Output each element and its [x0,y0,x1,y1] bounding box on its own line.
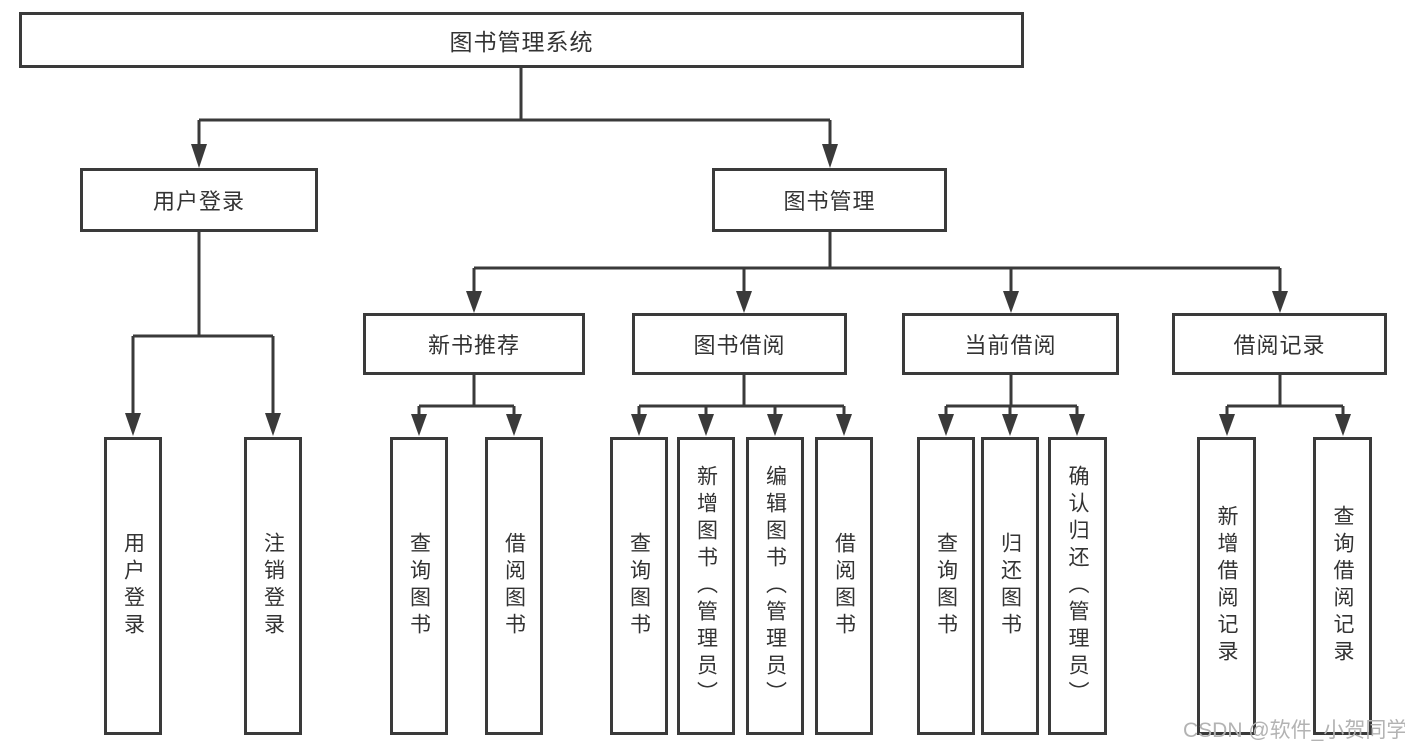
leaf-confirm-return-admin-label: 确认归还（管理员） [1066,464,1089,708]
arrow-down-icon [191,144,207,168]
connector-book-management-to-level3 [472,231,1282,293]
leaf-borrow-books-label: 借阅图书 [832,532,856,640]
node-user-login-label: 用户登录 [152,189,245,214]
node-book-management: 图书管理 [712,168,947,232]
arrow-down-icon [822,144,838,168]
leaf-borrow-books: 借阅图书 [815,437,873,735]
arrow-down-icon [265,413,281,436]
leaf-borrow-books-recommend: 借阅图书 [485,437,543,735]
arrow-down-icon [1335,414,1351,436]
node-new-book-recommendation: 新书推荐 [363,313,585,375]
arrow-down-icon [466,291,482,313]
leaf-user-login: 用户登录 [104,437,162,735]
arrow-down-icon [411,414,427,436]
node-root: 图书管理系统 [19,12,1024,68]
leaf-query-books-borrow: 查询图书 [610,437,668,735]
node-new-book-recommendation-label: 新书推荐 [427,333,520,358]
arrow-down-icon [631,414,647,436]
arrow-down-icon [1069,414,1085,436]
leaf-edit-book-admin-label: 编辑图书（管理员） [763,464,787,708]
leaf-query-books-recommend: 查询图书 [390,437,448,735]
arrow-down-icon [736,291,752,313]
leaf-query-books-borrow-label: 查询图书 [627,532,651,640]
leaf-add-book-admin: 新增图书（管理员） [677,437,735,735]
node-book-borrowing: 图书借阅 [632,313,847,375]
connector-book-borrowing-group [637,375,846,416]
connector-current-borrowing-group [944,375,1079,416]
arrow-down-icon [1003,291,1019,313]
leaf-return-books-label: 归还图书 [998,532,1022,640]
leaf-query-books-recommend-label: 查询图书 [407,532,431,640]
node-book-management-label: 图书管理 [783,189,876,214]
leaf-query-books-current: 查询图书 [917,437,975,735]
leaf-confirm-return-admin: 确认归还（管理员） [1048,437,1107,735]
leaf-user-login-label: 用户登录 [121,532,145,640]
arrow-down-icon [938,414,954,436]
connector-user-login-group [131,232,275,415]
arrow-down-icon [1002,414,1018,436]
node-borrowing-records: 借阅记录 [1172,313,1387,375]
arrow-down-icon [767,414,783,436]
node-user-login: 用户登录 [80,168,318,232]
leaf-query-books-current-label: 查询图书 [934,532,958,640]
leaf-query-borrow-record: 查询借阅记录 [1313,437,1372,735]
connector-root-to-level2 [197,68,832,146]
arrow-down-icon [698,414,714,436]
leaf-add-book-admin-label: 新增图书（管理员） [694,464,718,708]
node-root-label: 图书管理系统 [449,29,594,55]
connector-borrowing-records-group [1225,375,1345,416]
leaf-add-borrow-record: 新增借阅记录 [1197,437,1256,735]
arrowheads [125,144,1351,436]
arrow-down-icon [1272,291,1288,313]
arrow-down-icon [125,413,141,436]
node-current-borrowing: 当前借阅 [902,313,1119,375]
node-borrowing-records-label: 借阅记录 [1233,333,1326,358]
leaf-borrow-books-recommend-label: 借阅图书 [502,532,526,640]
leaf-logout-label: 注销登录 [261,532,285,640]
leaf-logout: 注销登录 [244,437,302,735]
node-current-borrowing-label: 当前借阅 [964,333,1057,358]
arrow-down-icon [836,414,852,436]
leaf-add-borrow-record-label: 新增借阅记录 [1215,505,1238,667]
leaf-return-books: 归还图书 [981,437,1039,735]
leaf-edit-book-admin: 编辑图书（管理员） [746,437,804,735]
leaf-query-borrow-record-label: 查询借阅记录 [1331,505,1354,667]
arrow-down-icon [1219,414,1235,436]
arrow-down-icon [506,414,522,436]
connector-new-book-group [417,375,516,416]
node-book-borrowing-label: 图书借阅 [693,333,786,358]
watermark: CSDN @软件_小贺同学 [1183,719,1405,742]
